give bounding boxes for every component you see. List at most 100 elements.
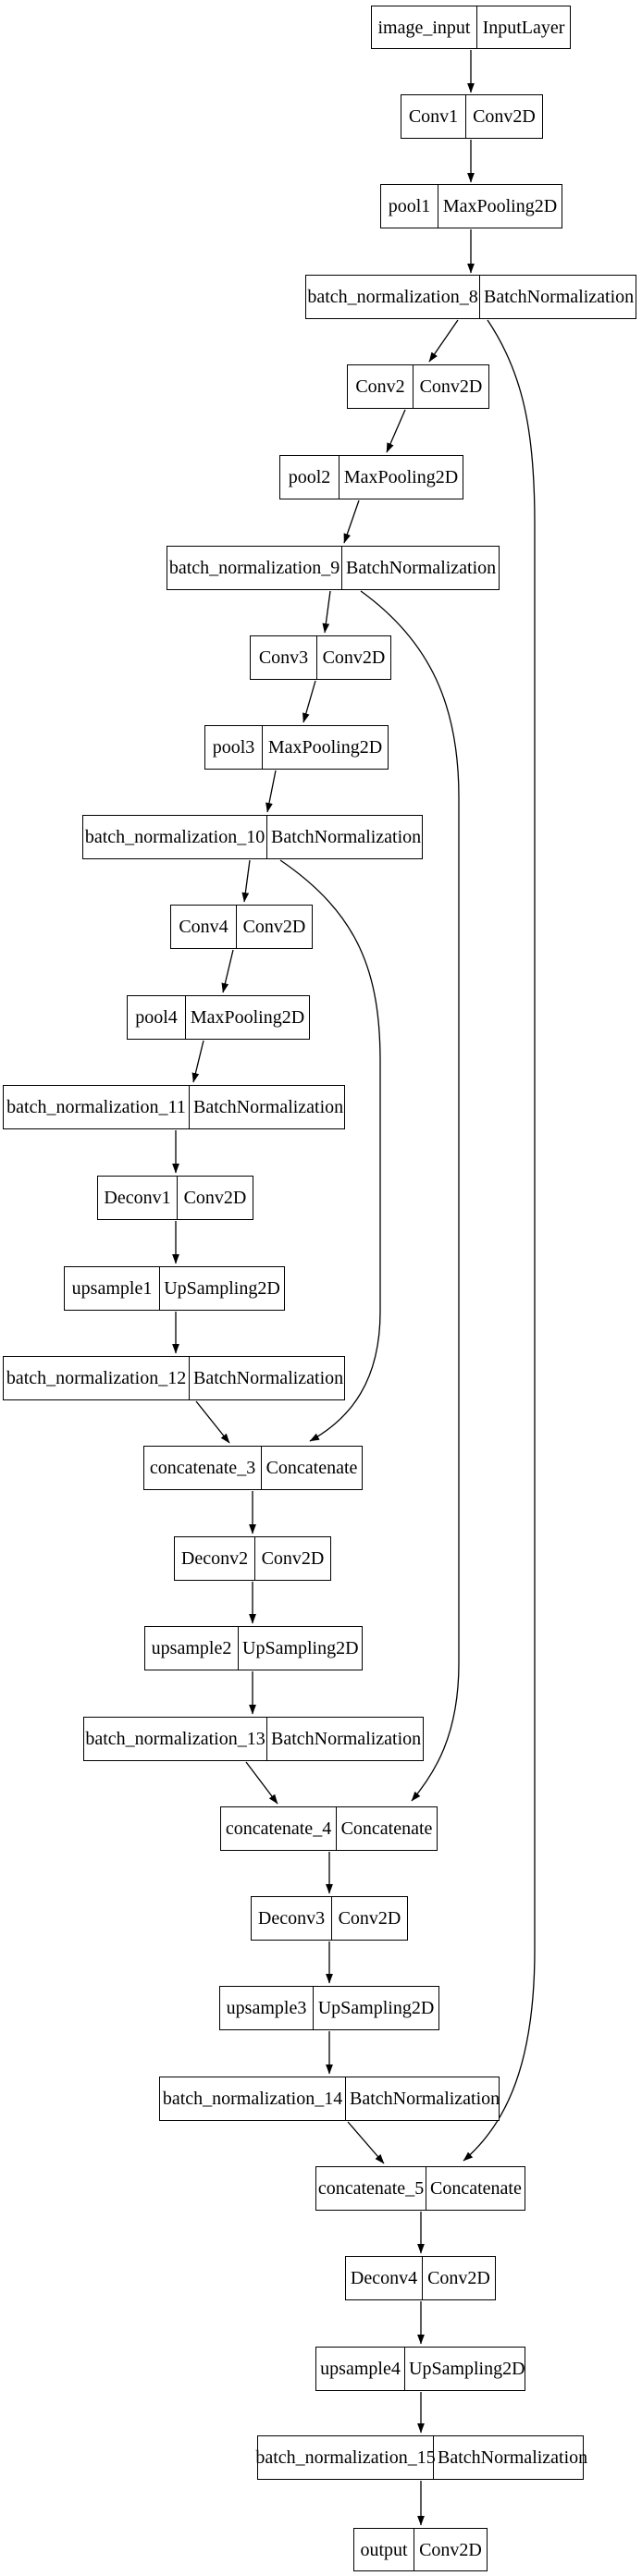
node-label: Conv4 [171, 906, 237, 948]
node-label: batch_normalization_11 [4, 1086, 190, 1128]
node-label: batch_normalization_10 [83, 816, 267, 858]
node-label: batch_normalization_8 [306, 276, 480, 318]
node-label: pool4 [128, 996, 186, 1039]
node-upsample4: upsample4 UpSampling2D [315, 2347, 525, 2391]
node-label: concatenate_4 [221, 1807, 337, 1850]
node-label: upsample1 [65, 1267, 160, 1310]
node-type: Conv2D [427, 2268, 490, 2288]
edge-pool3-batch_normalization_10 [265, 770, 277, 813]
edge-pool4-batch_normalization_11 [191, 1040, 204, 1083]
node-type: BatchNormalization [271, 827, 422, 847]
node-Conv3: Conv3 Conv2D [250, 635, 391, 680]
node-label: batch_normalization_14 [160, 2077, 346, 2120]
node-Deconv1: Deconv1 Conv2D [97, 1176, 253, 1220]
node-batch_normalization_13: batch_normalization_13 BatchNormalizatio… [83, 1717, 424, 1761]
node-label: upsample4 [316, 2348, 405, 2390]
node-type: UpSampling2D [242, 1638, 359, 1658]
node-type: UpSampling2D [317, 1998, 435, 2018]
edge-batch_normalization_12-concatenate_3 [195, 1400, 230, 1444]
node-label: Conv1 [401, 95, 466, 138]
node-label: upsample3 [220, 1987, 314, 2029]
node-type: MaxPooling2D [267, 737, 383, 758]
node-batch_normalization_10: batch_normalization_10 BatchNormalizatio… [82, 815, 423, 859]
node-label: concatenate_3 [144, 1447, 262, 1489]
node-concatenate_3: concatenate_3 Concatenate [143, 1446, 363, 1490]
edge-pool2-batch_normalization_9 [343, 499, 360, 544]
node-type: UpSampling2D [164, 1278, 280, 1299]
node-label: batch_normalization_13 [84, 1718, 267, 1760]
node-batch_normalization_14: batch_normalization_14 BatchNormalizatio… [159, 2077, 500, 2121]
node-concatenate_5: concatenate_5 Concatenate [315, 2166, 525, 2211]
node-batch_normalization_15: batch_normalization_15 BatchNormalizatio… [255, 2435, 587, 2480]
edge-batch_normalization_9-Conv3 [322, 590, 331, 634]
node-type: BatchNormalization [484, 287, 635, 307]
edge-Conv4-pool4 [221, 949, 234, 993]
node-upsample2: upsample2 UpSampling2D [144, 1626, 363, 1670]
node-pool2: pool2 MaxPooling2D [279, 455, 463, 499]
edge-batch_normalization_14-concatenate_5 [347, 2121, 385, 2164]
edge-batch_normalization_10-Conv4 [241, 859, 251, 903]
node-type: Conv2D [261, 1548, 325, 1569]
edge-Conv2-pool2 [386, 409, 406, 453]
node-label: Conv2 [348, 365, 414, 408]
node-type: BatchNormalization [193, 1368, 344, 1388]
node-label: pool3 [205, 726, 263, 769]
node-label: batch_normalization_15 [255, 2436, 436, 2479]
node-label: Deconv4 [346, 2257, 423, 2299]
node-batch_normalization_11: batch_normalization_11 BatchNormalizatio… [3, 1085, 345, 1129]
node-type: Concatenate [265, 1458, 358, 1478]
node-label: Conv3 [251, 636, 317, 679]
node-type: Conv2D [322, 647, 386, 668]
node-label: batch_normalization_9 [167, 547, 342, 589]
edge-batch_normalization_10-concatenate_3 [279, 859, 381, 1442]
node-type: Concatenate [430, 2178, 522, 2199]
node-output: output Conv2D [353, 2528, 488, 2571]
node-batch_normalization_9: batch_normalization_9 BatchNormalization [167, 546, 500, 590]
node-upsample3: upsample3 UpSampling2D [219, 1986, 439, 2030]
node-Deconv4: Deconv4 Conv2D [345, 2256, 496, 2300]
node-type: UpSampling2D [409, 2359, 525, 2379]
node-concatenate_4: concatenate_4 Concatenate [220, 1806, 438, 1851]
node-Conv1: Conv1 Conv2D [401, 94, 543, 139]
node-type: Conv2D [183, 1188, 247, 1208]
node-type: InputLayer [482, 17, 565, 38]
edge-batch_normalization_13-concatenate_4 [245, 1761, 278, 1805]
node-label: Deconv2 [175, 1537, 255, 1580]
edge-batch_normalization_8-concatenate_5 [463, 319, 536, 2162]
edge-Conv3-pool3 [302, 680, 316, 723]
node-label: pool2 [280, 456, 340, 499]
node-Conv2: Conv2 Conv2D [347, 364, 489, 409]
node-upsample1: upsample1 UpSampling2D [64, 1266, 285, 1311]
node-type: BatchNormalization [271, 1729, 422, 1749]
node-type: Conv2D [242, 917, 306, 937]
node-pool3: pool3 MaxPooling2D [204, 725, 389, 770]
node-label: image_input [372, 6, 477, 48]
node-type: Concatenate [340, 1818, 433, 1839]
node-type: Conv2D [419, 2539, 482, 2560]
node-type: Conv2D [473, 106, 536, 127]
node-type: MaxPooling2D [190, 1007, 305, 1028]
node-type: MaxPooling2D [343, 467, 459, 487]
node-batch_normalization_12: batch_normalization_12 BatchNormalizatio… [3, 1356, 345, 1400]
node-type: BatchNormalization [438, 2447, 588, 2468]
node-label: Deconv3 [252, 1897, 332, 1940]
node-type: BatchNormalization [346, 558, 497, 578]
node-Deconv3: Deconv3 Conv2D [251, 1896, 408, 1941]
node-label: concatenate_5 [316, 2167, 426, 2210]
node-label: pool1 [381, 185, 438, 228]
node-label: batch_normalization_12 [4, 1357, 190, 1399]
node-type: BatchNormalization [193, 1097, 344, 1117]
node-type: Conv2D [419, 376, 483, 397]
node-type: MaxPooling2D [442, 196, 558, 216]
node-label: Deconv1 [98, 1177, 178, 1219]
node-Conv4: Conv4 Conv2D [170, 905, 313, 949]
node-batch_normalization_8: batch_normalization_8 BatchNormalization [305, 275, 636, 319]
edge-batch_normalization_8-Conv2 [428, 319, 459, 363]
node-pool1: pool1 MaxPooling2D [380, 184, 562, 228]
node-type: BatchNormalization [350, 2089, 500, 2109]
node-label: output [354, 2529, 414, 2570]
node-pool4: pool4 MaxPooling2D [127, 995, 310, 1040]
node-Deconv2: Deconv2 Conv2D [174, 1536, 331, 1581]
